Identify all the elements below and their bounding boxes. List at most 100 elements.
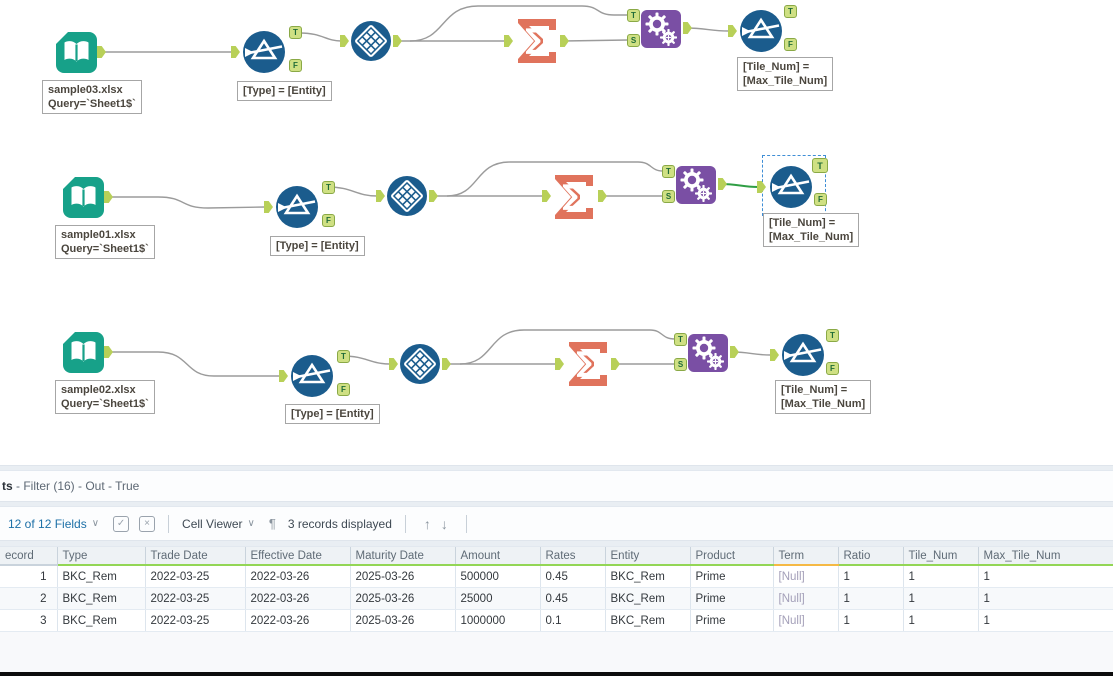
anchor-T[interactable]: T — [826, 329, 839, 342]
connection-wire[interactable] — [106, 196, 266, 209]
output-anchor[interactable] — [97, 46, 106, 58]
output-anchor[interactable] — [598, 190, 607, 202]
tile-tool[interactable] — [386, 175, 428, 217]
table-cell[interactable]: 1 — [978, 587, 1113, 610]
chevron-down-icon[interactable]: ∨ — [91, 518, 100, 529]
anchor-F[interactable]: F — [826, 362, 839, 375]
input-anchor[interactable] — [279, 370, 288, 382]
table-cell[interactable]: 1 — [903, 565, 979, 588]
input-data-tool[interactable] — [62, 176, 105, 219]
anchor-T[interactable]: T — [812, 158, 828, 173]
summarize-tool[interactable] — [515, 18, 559, 64]
down-arrow-icon[interactable]: ↓ — [440, 515, 448, 532]
connection-wire[interactable] — [342, 355, 391, 365]
column-header[interactable]: Entity — [605, 547, 691, 566]
filter-tool[interactable] — [739, 9, 783, 53]
input-anchor[interactable] — [728, 25, 737, 37]
column-header[interactable]: Maturity Date — [350, 547, 456, 566]
anchor-S[interactable]: S — [662, 190, 675, 203]
tool-annotation[interactable]: [Tile_Num] =[Max_Tile_Num] — [763, 213, 860, 247]
anchor-S[interactable]: S — [674, 358, 687, 371]
chevron-down-icon[interactable]: ∨ — [247, 518, 255, 529]
table-cell[interactable]: 1 — [838, 565, 904, 588]
column-header[interactable]: Rates — [540, 547, 606, 566]
column-header[interactable]: Type — [57, 547, 146, 566]
table-cell[interactable]: 2022-03-26 — [245, 609, 351, 632]
input-anchor[interactable] — [542, 190, 551, 202]
table-cell[interactable]: 1000000 — [455, 609, 541, 632]
table-cell[interactable]: 1 — [978, 565, 1113, 588]
summarize-tool[interactable] — [552, 174, 596, 220]
table-cell[interactable]: 0.1 — [540, 609, 606, 632]
anchor-T[interactable]: T — [662, 165, 675, 178]
table-cell[interactable]: BKC_Rem — [57, 565, 146, 588]
table-cell[interactable]: [Null] — [773, 565, 839, 588]
column-header[interactable]: Term — [773, 547, 839, 566]
output-anchor[interactable] — [730, 346, 739, 358]
append-fields-tool[interactable] — [687, 333, 729, 373]
cell-viewer-dropdown[interactable]: Cell Viewer — [182, 516, 243, 531]
anchor-T[interactable]: T — [674, 333, 687, 346]
table-cell[interactable]: 2022-03-25 — [145, 609, 246, 632]
table-cell[interactable]: 2022-03-25 — [145, 565, 246, 588]
table-cell[interactable]: 2022-03-26 — [245, 565, 351, 588]
tool-annotation[interactable]: [Tile_Num] =[Max_Tile_Num] — [775, 380, 872, 414]
pilcrow-icon[interactable]: ¶ — [268, 516, 276, 531]
anchor-F[interactable]: F — [784, 38, 797, 51]
anchor-F[interactable]: F — [814, 193, 827, 206]
input-anchor[interactable] — [555, 358, 564, 370]
tile-tool[interactable] — [399, 343, 441, 385]
column-header[interactable]: Effective Date — [245, 547, 351, 566]
append-fields-tool[interactable] — [640, 9, 682, 49]
table-cell[interactable]: Prime — [690, 565, 774, 588]
output-anchor[interactable] — [611, 358, 620, 370]
anchor-T[interactable]: T — [322, 181, 335, 194]
connection-wire[interactable] — [459, 329, 676, 365]
anchor-T[interactable]: T — [289, 26, 302, 39]
table-cell[interactable]: 1 — [903, 609, 979, 632]
filter-tool[interactable] — [290, 354, 334, 398]
table-cell[interactable]: [Null] — [773, 609, 839, 632]
input-anchor[interactable] — [389, 358, 398, 370]
table-cell[interactable]: 0.45 — [540, 565, 606, 588]
column-header[interactable]: Product — [690, 547, 774, 566]
table-cell[interactable]: 1 — [978, 609, 1113, 632]
output-anchor[interactable] — [560, 35, 569, 47]
output-anchor[interactable] — [442, 358, 451, 370]
tile-tool[interactable] — [350, 20, 392, 62]
input-anchor[interactable] — [376, 190, 385, 202]
tool-annotation[interactable]: [Tile_Num] =[Max_Tile_Num] — [737, 57, 834, 91]
connection-wire[interactable] — [562, 39, 629, 42]
table-cell[interactable]: 0.45 — [540, 587, 606, 610]
output-anchor[interactable] — [683, 22, 692, 34]
output-anchor[interactable] — [104, 191, 113, 203]
input-anchor[interactable] — [757, 181, 766, 193]
tool-annotation[interactable]: [Type] = [Entity] — [285, 404, 380, 424]
connection-wire[interactable] — [446, 161, 664, 197]
column-header[interactable]: Amount — [455, 547, 541, 566]
filter-tool[interactable] — [242, 30, 286, 74]
table-cell[interactable]: 1 — [838, 609, 904, 632]
table-cell[interactable]: 25000 — [455, 587, 541, 610]
table-cell[interactable]: 2022-03-26 — [245, 587, 351, 610]
input-anchor[interactable] — [264, 201, 273, 213]
connection-wire[interactable] — [685, 27, 730, 32]
anchor-F[interactable]: F — [322, 214, 335, 227]
anchor-F[interactable]: F — [289, 59, 302, 72]
connection-wire[interactable] — [409, 5, 628, 42]
output-anchor[interactable] — [393, 35, 402, 47]
table-cell[interactable]: 3 — [0, 609, 58, 632]
table-cell[interactable]: BKC_Rem — [57, 587, 146, 610]
table-cell[interactable]: 2022-03-25 — [145, 587, 246, 610]
results-panel-top-edge[interactable] — [0, 465, 1113, 471]
column-header[interactable]: Trade Date — [145, 547, 246, 566]
connection-wire[interactable] — [106, 351, 280, 377]
table-cell[interactable]: BKC_Rem — [605, 565, 691, 588]
input-anchor[interactable] — [231, 46, 240, 58]
table-cell[interactable]: 2 — [0, 587, 58, 610]
table-cell[interactable]: Prime — [690, 609, 774, 632]
table-cell[interactable]: Prime — [690, 587, 774, 610]
input-anchor[interactable] — [504, 35, 513, 47]
